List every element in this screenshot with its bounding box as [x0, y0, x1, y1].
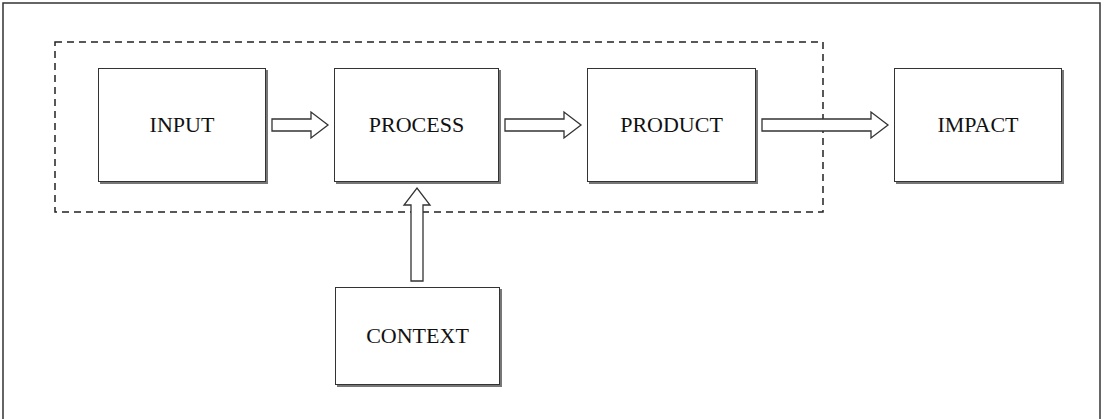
hollow-arrow — [404, 188, 430, 281]
hollow-arrow — [272, 112, 328, 138]
box-label: IMPACT — [937, 112, 1018, 138]
box-label: CONTEXT — [366, 323, 469, 349]
hollow-arrow — [762, 112, 888, 138]
box-label: PRODUCT — [620, 112, 723, 138]
process-box: CONTEXT — [335, 287, 500, 385]
process-box: INPUT — [98, 68, 266, 182]
process-box: PROCESS — [334, 68, 499, 182]
process-box: PRODUCT — [587, 68, 756, 182]
box-label: PROCESS — [369, 112, 464, 138]
hollow-arrow — [505, 112, 581, 138]
outer-frame — [3, 3, 1100, 419]
box-label: INPUT — [150, 112, 215, 138]
dashed-group-border — [55, 42, 823, 212]
process-box: IMPACT — [894, 68, 1062, 182]
